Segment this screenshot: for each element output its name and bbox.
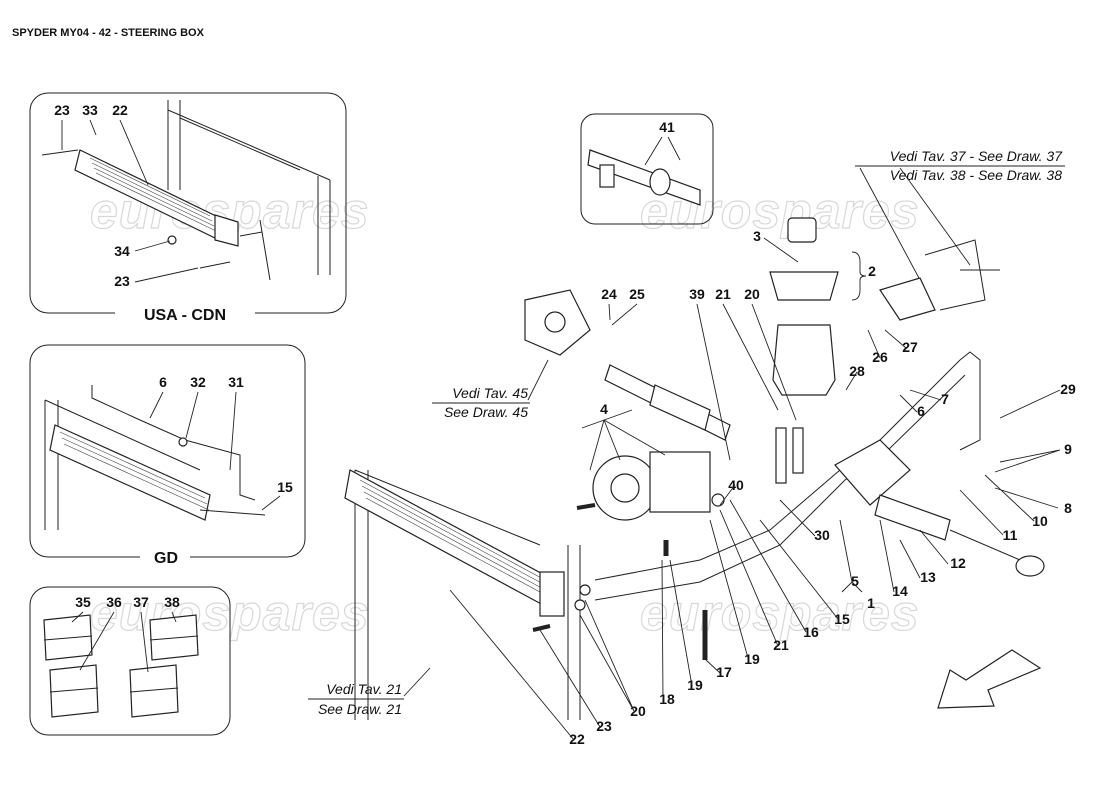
callout-1: 1	[867, 595, 875, 611]
watermark-3: eurospares	[90, 585, 370, 641]
inset-kits: 35 36 37 38	[29, 586, 231, 736]
oil-cooler	[344, 469, 551, 607]
callout-24: 24	[601, 286, 617, 302]
callout-9: 9	[1064, 441, 1072, 457]
callout-20-top: 20	[744, 286, 760, 302]
steering-box	[834, 439, 911, 506]
callout-3: 3	[753, 228, 761, 244]
callout-12: 12	[950, 555, 966, 571]
ref-draw-21-en: See Draw. 21	[318, 701, 402, 717]
callout-2: 2	[868, 263, 876, 279]
callout-20-bottom: 20	[630, 703, 646, 719]
ref-draw-45-en: See Draw. 45	[444, 404, 528, 420]
callout-11: 11	[1003, 527, 1018, 543]
ref-draw-21-it: Vedi Tav. 21	[326, 681, 402, 697]
callout-39: 39	[689, 286, 705, 302]
inset-usa-label-23a: 23	[54, 102, 70, 118]
inset-gd-title: GD	[154, 550, 178, 567]
callout-21-bottom: 21	[773, 637, 789, 653]
kit-label-35: 35	[75, 594, 91, 610]
inset-usa-cdn-title: USA - CDN	[144, 307, 226, 324]
reservoir	[772, 324, 836, 396]
inset-usa-label-34: 34	[114, 243, 130, 259]
detail-label-41: 41	[659, 119, 675, 135]
callout-30: 30	[814, 527, 830, 543]
callout-22: 22	[569, 731, 585, 747]
ref-draw-38: Vedi Tav. 38 - See Draw. 38	[890, 167, 1062, 183]
callout-14: 14	[892, 583, 908, 599]
callout-21-top: 21	[715, 286, 731, 302]
callout-17: 17	[716, 664, 732, 680]
inset-gd-label-32: 32	[190, 374, 206, 390]
inset-gd-label-31: 31	[228, 374, 244, 390]
callout-19-left: 19	[687, 677, 703, 693]
callout-26: 26	[872, 349, 888, 365]
power-steering-pump	[649, 451, 711, 513]
kit-label-36: 36	[106, 594, 122, 610]
watermarks: eurospares eurospares eurospares eurospa…	[89, 182, 920, 641]
callout-15: 15	[834, 611, 850, 627]
callout-13: 13	[920, 569, 936, 585]
callout-5: 5	[851, 573, 859, 589]
callout-19-right: 19	[744, 651, 760, 667]
inset-usa-label-23b: 23	[114, 273, 130, 289]
front-direction-arrow	[937, 649, 1042, 709]
callout-8: 8	[1064, 500, 1072, 516]
watermark-4: eurospares	[640, 585, 920, 641]
callout-16: 16	[803, 624, 819, 640]
inset-gd-label-6: 6	[159, 374, 167, 390]
inset-gd: GD 6 32 31 15	[29, 344, 306, 569]
callout-4: 4	[600, 401, 608, 417]
inset-gd-label-15: 15	[277, 479, 293, 495]
inset-usa-label-33: 33	[82, 102, 98, 118]
inset-usa-cdn: USA - CDN 23 33 22 34 23	[29, 92, 347, 326]
rack-boot	[874, 494, 951, 541]
callout-28: 28	[849, 363, 865, 379]
kit-label-38: 38	[164, 594, 180, 610]
callout-6: 6	[917, 403, 925, 419]
callout-23: 23	[596, 718, 612, 734]
callout-29: 29	[1060, 381, 1076, 397]
callout-25: 25	[629, 286, 645, 302]
main-parts	[344, 217, 1045, 720]
kit-label-37: 37	[133, 594, 149, 610]
callout-10: 10	[1032, 513, 1048, 529]
page-title: SPYDER MY04 - 42 - STEERING BOX	[12, 27, 204, 39]
inset-usa-label-22: 22	[112, 102, 128, 118]
callouts: 3 2 24 25 39 21 20 26 27 28 29 7 6 4 9 8…	[449, 228, 1076, 747]
callout-18: 18	[659, 691, 675, 707]
callout-27: 27	[902, 339, 918, 355]
references: Vedi Tav. 37 - See Draw. 37 Vedi Tav. 38…	[308, 148, 1065, 717]
callout-7: 7	[941, 391, 949, 407]
inset-detail-41: 41	[580, 113, 714, 225]
ref-draw-37: Vedi Tav. 37 - See Draw. 37	[890, 148, 1063, 164]
ref-draw-45-it: Vedi Tav. 45	[452, 385, 528, 401]
